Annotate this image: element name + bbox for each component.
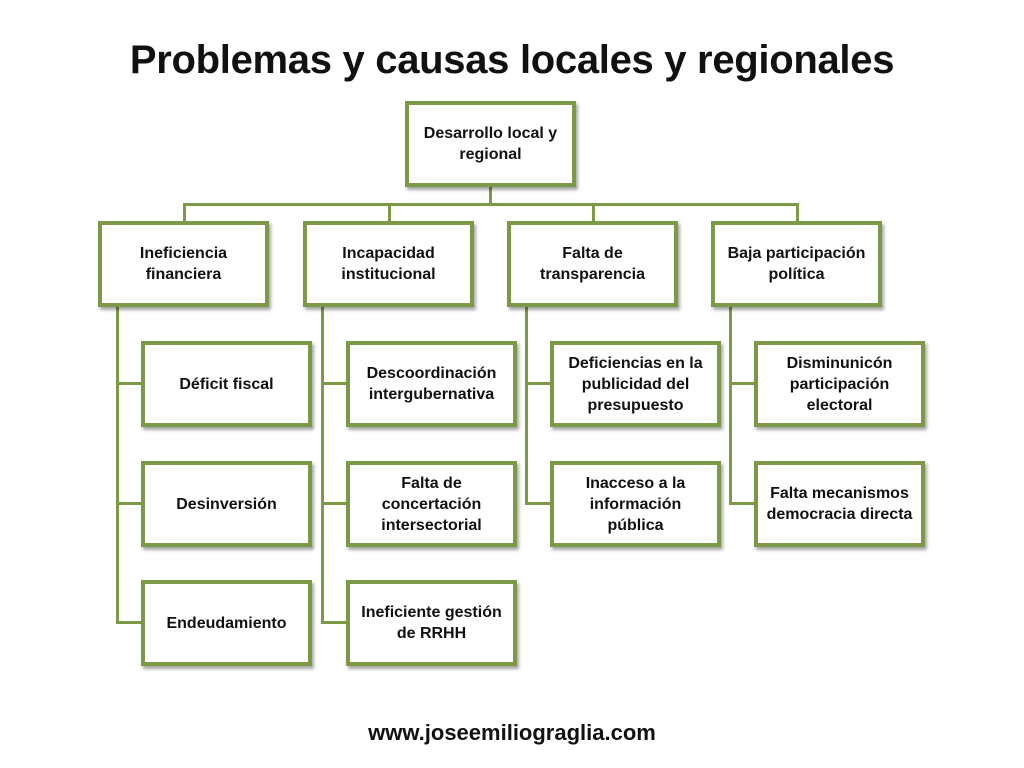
connector — [116, 382, 142, 385]
connector — [116, 306, 119, 623]
child-node-desinversion: Desinversión — [141, 461, 312, 547]
connector — [729, 382, 755, 385]
child-node-falta-mecanismos: Falta mecanismos democracia directa — [754, 461, 925, 547]
child-node-disminucion-participacion: Disminunicón participación electoral — [754, 341, 925, 427]
connector — [183, 203, 798, 206]
branch-node-baja-participacion-politica: Baja participación política — [711, 221, 882, 307]
connector — [729, 306, 732, 504]
connector — [116, 621, 142, 624]
branch-node-falta-de-transparencia: Falta de transparencia — [507, 221, 678, 307]
child-node-inacceso-informacion: Inacceso a la información pública — [550, 461, 721, 547]
child-node-falta-concertacion: Falta de concertación intersectorial — [346, 461, 517, 547]
connector — [525, 382, 551, 385]
connector — [321, 502, 347, 505]
connector — [796, 203, 799, 221]
connector — [321, 621, 347, 624]
child-node-deficiencias-publicidad: Deficiencias en la publicidad del presup… — [550, 341, 721, 427]
child-node-deficit-fiscal: Déficit fiscal — [141, 341, 312, 427]
connector — [388, 203, 391, 221]
connector — [525, 502, 551, 505]
connector — [729, 502, 755, 505]
connector — [489, 186, 492, 204]
branch-node-ineficiencia-financiera: Ineficiencia financiera — [98, 221, 269, 307]
footer-url: www.joseemiliograglia.com — [368, 720, 656, 745]
connector — [525, 306, 528, 504]
connector — [183, 203, 186, 221]
connector — [592, 203, 595, 221]
page-title: Problemas y causas locales y regionales — [129, 38, 895, 82]
branch-node-incapacidad-institucional: Incapacidad institucional — [303, 221, 474, 307]
connector — [321, 382, 347, 385]
child-node-endeudamiento: Endeudamiento — [141, 580, 312, 666]
child-node-ineficiente-gestion: Ineficiente gestión de RRHH — [346, 580, 517, 666]
child-node-descoordinacion: Descoordinación intergubernativa — [346, 341, 517, 427]
connector — [321, 306, 324, 623]
connector — [116, 502, 142, 505]
root-node: Desarrollo local y regional — [405, 101, 576, 187]
